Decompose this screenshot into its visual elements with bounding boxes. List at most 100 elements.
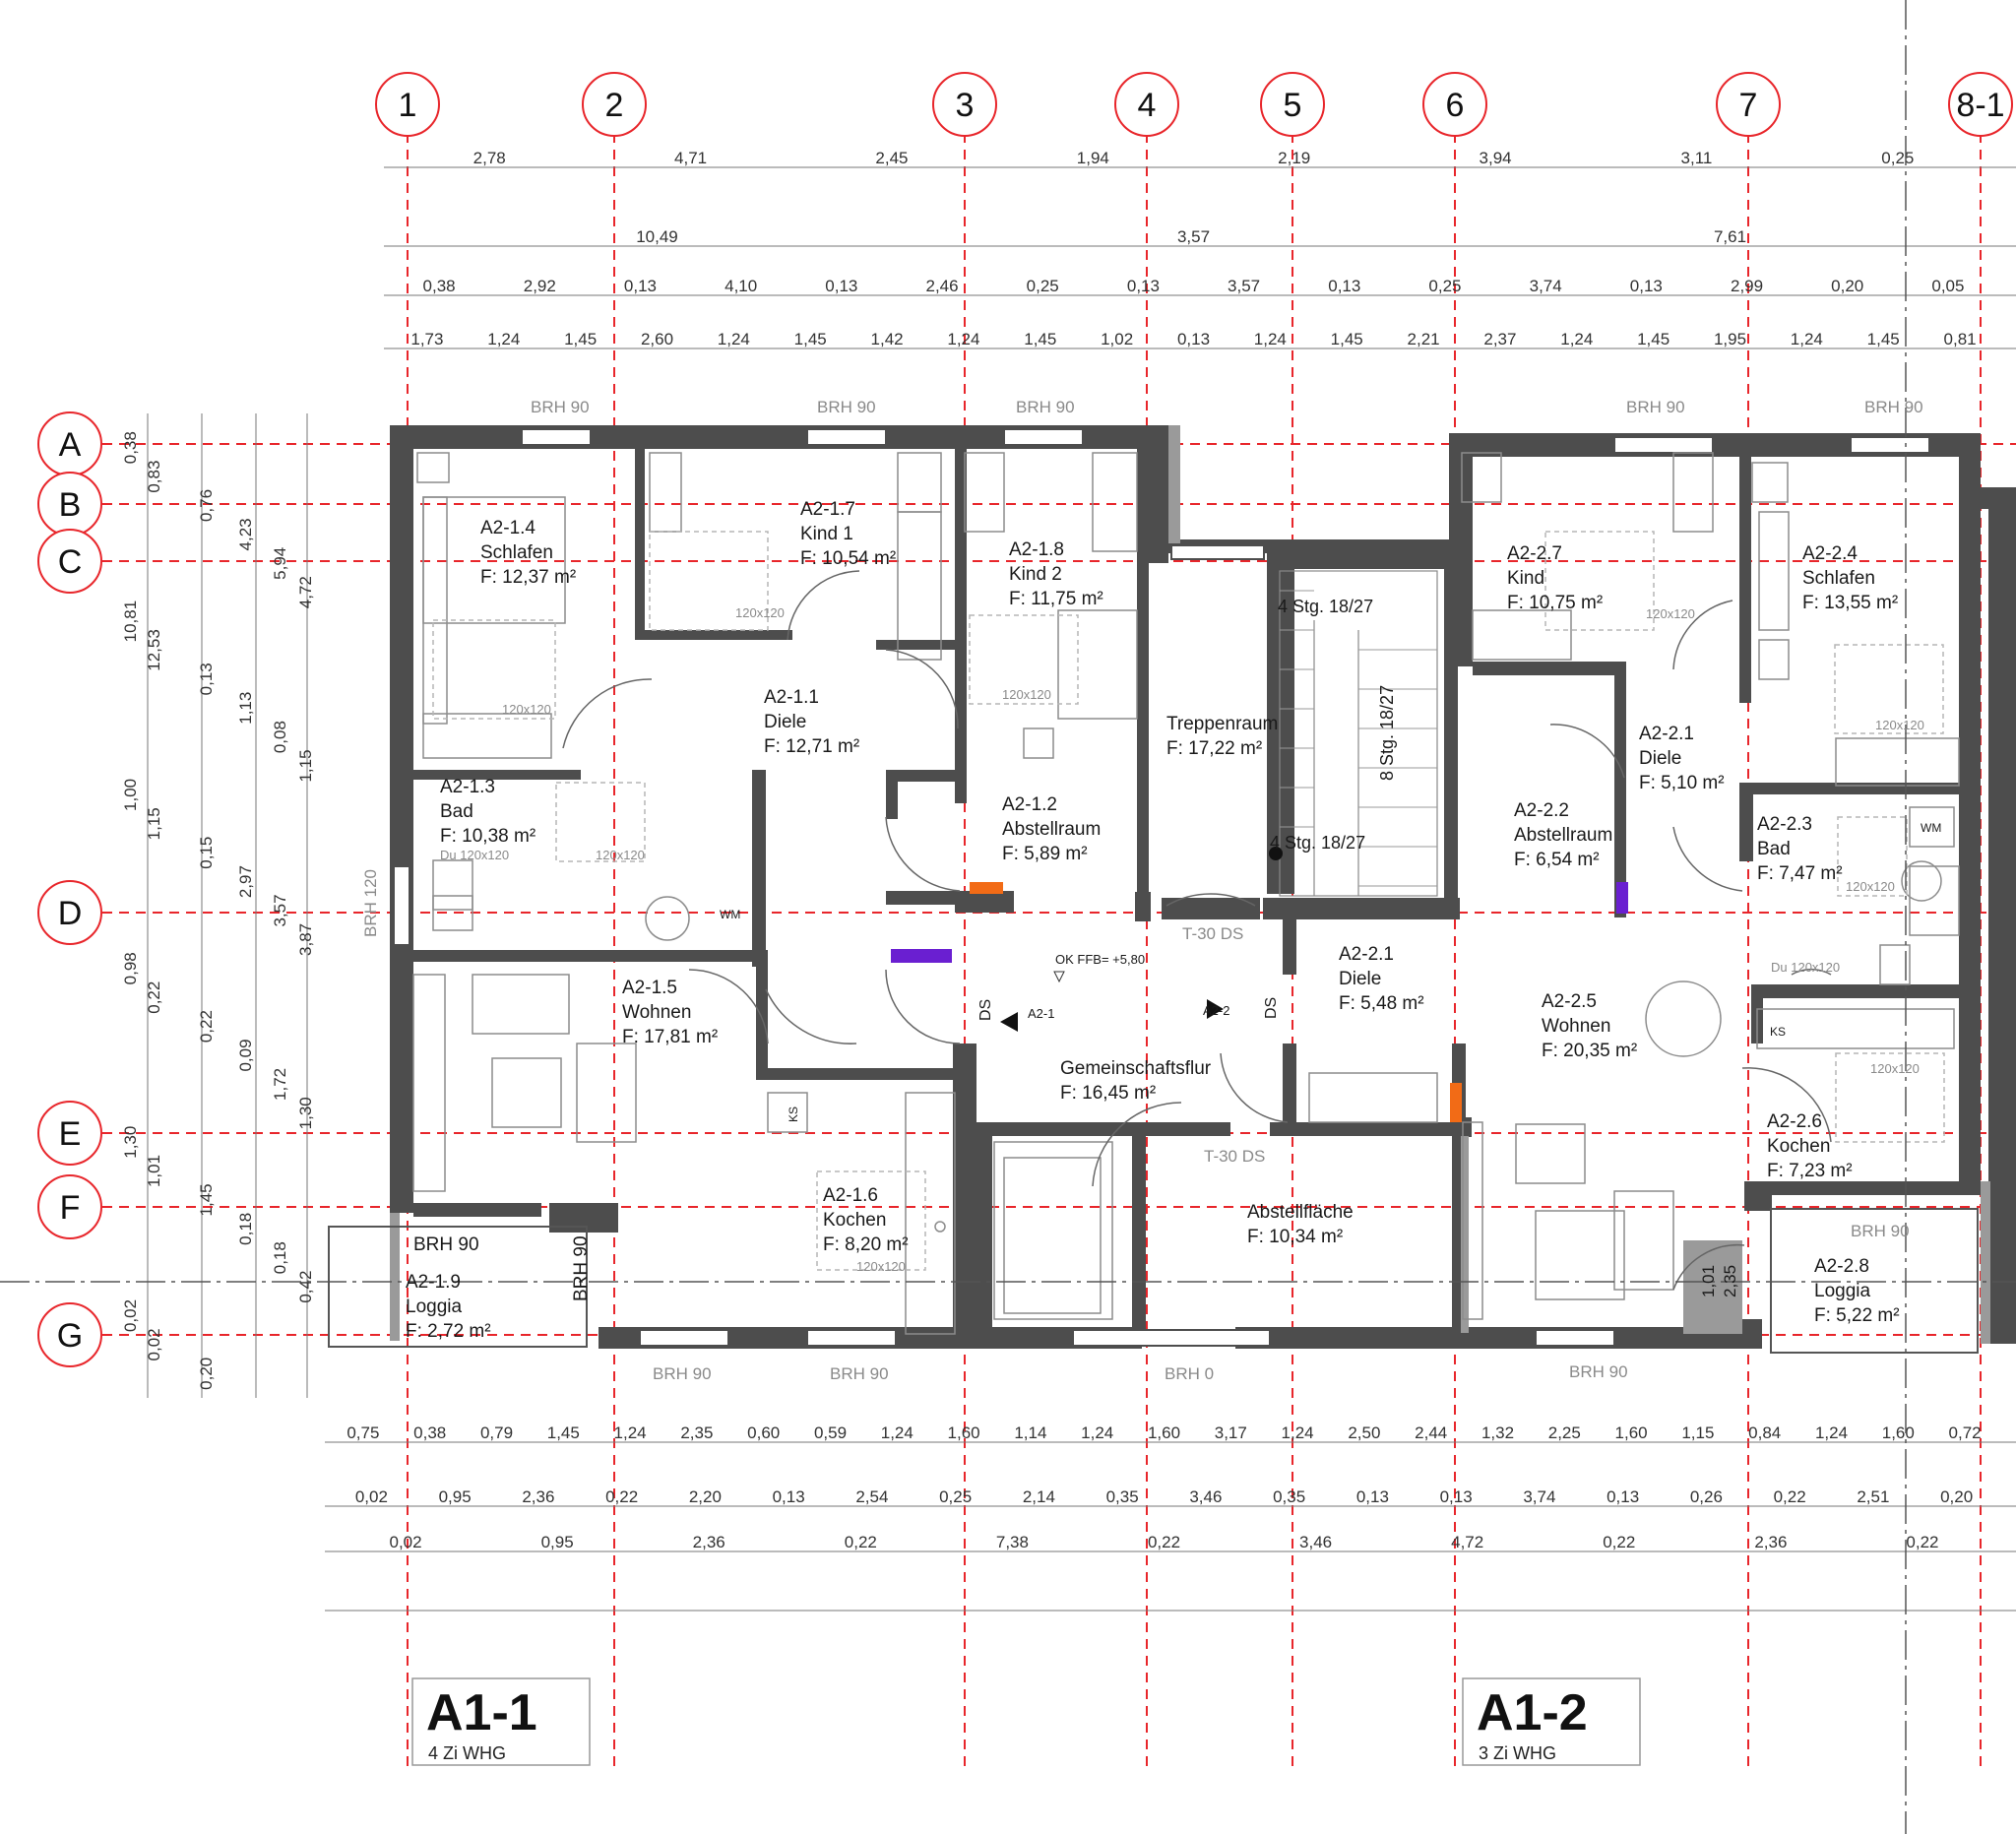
dim-value: 1,60	[1148, 1423, 1180, 1442]
room-area: F: 5,22 m²	[1814, 1305, 1900, 1326]
dim-value: 0,09	[236, 1039, 255, 1071]
dim-value: 1,24	[487, 330, 520, 348]
dim-value: 1,42	[871, 330, 904, 348]
axis-bubble-col-3	[932, 72, 997, 137]
dim-value: 0,81	[1944, 330, 1977, 348]
axis-bubble-row-E	[37, 1101, 102, 1166]
dim-value: 0,13	[1127, 277, 1160, 295]
axis-label-col: 5	[1284, 87, 1302, 124]
axis-bubble-row-G	[37, 1302, 102, 1367]
size-label: 120x120	[1002, 687, 1051, 702]
room-id: A2-2.2	[1514, 800, 1569, 821]
dim-value: 1,45	[1024, 330, 1056, 348]
room-area: F: 2,72 m²	[406, 1321, 491, 1342]
dim-value: 1,95	[1714, 330, 1746, 348]
room-area: F: 5,10 m²	[1639, 773, 1725, 793]
room-id: A2-1.6	[823, 1185, 878, 1206]
dim-value: 2,36	[522, 1487, 554, 1506]
dim-value: 4,72	[296, 576, 315, 608]
dim-value: 0,38	[413, 1423, 446, 1442]
room-id: A2-2.1	[1639, 724, 1694, 744]
room-id: A2-1.4	[480, 518, 536, 538]
dim-value: 2,97	[236, 865, 255, 898]
axis-label-row: F	[60, 1189, 81, 1227]
dim-value: 1,30	[121, 1126, 140, 1159]
dim-value: 2,37	[1483, 330, 1516, 348]
dim-value: 3,46	[1189, 1487, 1222, 1506]
dim-value: 2,36	[1754, 1533, 1787, 1551]
ds-label: DS	[1263, 997, 1280, 1019]
ds-label: DS	[977, 999, 994, 1021]
room-name: Schlafen	[1802, 568, 1875, 589]
dim-value: 0,20	[1831, 277, 1863, 295]
room-area: F: 12,71 m²	[764, 736, 859, 757]
dim-value: 2,21	[1408, 330, 1440, 348]
dim-value: 2,36	[693, 1533, 725, 1551]
dim-value: 0,13	[1630, 277, 1663, 295]
room-id: A2-2.8	[1814, 1256, 1869, 1277]
axis-bubble-row-C	[37, 529, 102, 594]
room-name: Diele	[764, 712, 806, 732]
dim-value: 1,30	[296, 1097, 315, 1129]
block-title-a1-2: A1-2	[1477, 1684, 1588, 1741]
dim-value: 4,71	[674, 149, 707, 167]
ks-label: KS	[787, 1107, 800, 1122]
dim-value: 2,78	[473, 149, 506, 167]
dim-value: 1,45	[564, 330, 597, 348]
room-id: A2-2.3	[1757, 814, 1812, 835]
walls-light	[390, 425, 1990, 1344]
dim-value: 1,24	[1081, 1423, 1113, 1442]
dim-value: 0,02	[145, 1328, 163, 1360]
room-id: A2-2.5	[1542, 991, 1597, 1012]
dim-value: 0,79	[480, 1423, 513, 1442]
dim-value: 0,72	[1949, 1423, 1982, 1442]
dim-value: 1,45	[197, 1183, 216, 1216]
axis-label-row: A	[59, 426, 82, 464]
dim-value: 0,22	[197, 1010, 216, 1043]
dim-value: 0,26	[1690, 1487, 1723, 1506]
dim-value: 1,45	[1867, 330, 1900, 348]
dim-value: 0,13	[1440, 1487, 1473, 1506]
brh-label: BRH 90	[1016, 398, 1075, 416]
dim-value: 1,00	[121, 779, 140, 811]
dim-value: 1,24	[947, 330, 979, 348]
axis-bubble-col-2	[582, 72, 647, 137]
dim-value: 0,02	[389, 1533, 421, 1551]
annotations: BRH 90 BRH 90 BRH 90 BRH 90 BRH 90 BRH 1…	[361, 398, 1941, 1383]
stairs-label: 4 Stg. 18/27	[1278, 597, 1373, 616]
dim-value: 0,22	[1906, 1533, 1938, 1551]
dim-value: 3,11	[1681, 149, 1713, 167]
dim-value: 1,24	[1282, 1423, 1314, 1442]
dim-value: 2,50	[1348, 1423, 1380, 1442]
room-id: A2-1.9	[406, 1272, 461, 1293]
dim-value: 4,10	[724, 277, 757, 295]
dim-value: 2,51	[1857, 1487, 1889, 1506]
dim-value: 1,15	[1681, 1423, 1714, 1442]
dim-value: 1,01	[145, 1155, 163, 1187]
dim-value: 1,45	[547, 1423, 580, 1442]
dim-value: 1,24	[881, 1423, 914, 1442]
arrow-label: A2-1	[1028, 1006, 1054, 1021]
room-area: F: 20,35 m²	[1542, 1041, 1637, 1061]
room-area: F: 13,55 m²	[1802, 593, 1898, 613]
purple-marker	[1616, 882, 1628, 914]
dim-value: 0,83	[145, 461, 163, 493]
dim-value: 3,87	[296, 923, 315, 956]
room-name: Diele	[1339, 969, 1381, 989]
room-area: F: 17,81 m²	[622, 1027, 718, 1047]
dim-value: 0,60	[747, 1423, 780, 1442]
room-area: F: 12,37 m²	[480, 567, 576, 588]
coloured-markers	[891, 882, 1628, 1122]
room-id: A2-2.4	[1802, 543, 1858, 564]
room-name: Loggia	[1814, 1281, 1870, 1301]
room-area: F: 7,47 m²	[1757, 863, 1843, 884]
dim-value: 2,46	[925, 277, 958, 295]
dim-value: 2,19	[1278, 149, 1310, 167]
dim-value: 0,98	[121, 952, 140, 984]
brh-label: BRH 120	[361, 869, 380, 937]
dim-value: 1,24	[1791, 330, 1823, 348]
orange-marker	[970, 882, 1003, 894]
dim-value: 0,22	[1148, 1533, 1180, 1551]
